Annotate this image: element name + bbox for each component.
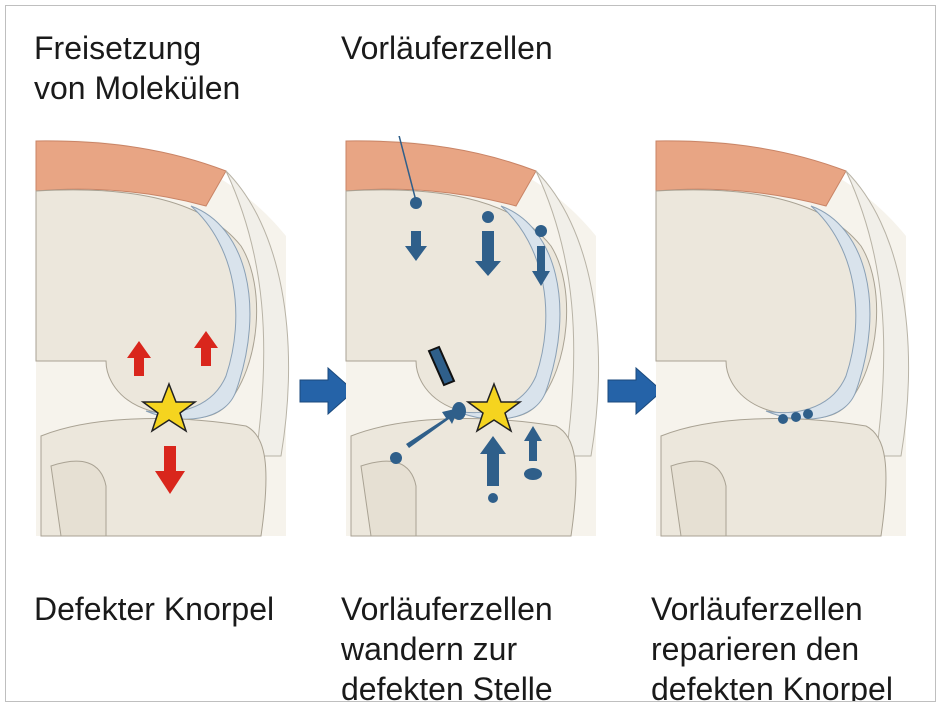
caption-panel3-line1: Vorläuferzellen bbox=[651, 589, 863, 629]
cell bbox=[778, 414, 788, 424]
knee-panel-defect bbox=[31, 136, 311, 556]
caption-panel1-line1: Defekter Knorpel bbox=[34, 589, 274, 629]
caption-panel2-line3: defekten Stelle bbox=[341, 669, 553, 702]
cell bbox=[482, 211, 494, 223]
knee-illustration bbox=[346, 140, 599, 536]
fibula-bone bbox=[671, 461, 726, 536]
cell bbox=[791, 412, 801, 422]
progenitor-label: Vorläuferzellen bbox=[341, 28, 553, 68]
cell bbox=[390, 452, 402, 464]
cell bbox=[535, 225, 547, 237]
caption-panel3-line2: reparieren den bbox=[651, 629, 859, 669]
fibula-bone bbox=[361, 461, 416, 536]
knee-illustration bbox=[656, 140, 909, 536]
caption-panel3-line3: defekten Knorpel bbox=[651, 669, 893, 702]
cell bbox=[524, 468, 542, 480]
knee-panel-migration bbox=[341, 136, 621, 556]
release-label-line1: Freisetzung bbox=[34, 28, 201, 68]
caption-panel2-line1: Vorläuferzellen bbox=[341, 589, 553, 629]
cell bbox=[803, 409, 813, 419]
cell bbox=[488, 493, 498, 503]
figure-frame: Freisetzung von Molekülen Vorläuferzelle… bbox=[5, 5, 936, 702]
fibula-bone bbox=[51, 461, 106, 536]
release-label-line2: von Molekülen bbox=[34, 68, 240, 108]
caption-panel2-line2: wandern zur bbox=[341, 629, 517, 669]
cell bbox=[410, 197, 422, 209]
knee-panel-repaired bbox=[651, 136, 931, 556]
